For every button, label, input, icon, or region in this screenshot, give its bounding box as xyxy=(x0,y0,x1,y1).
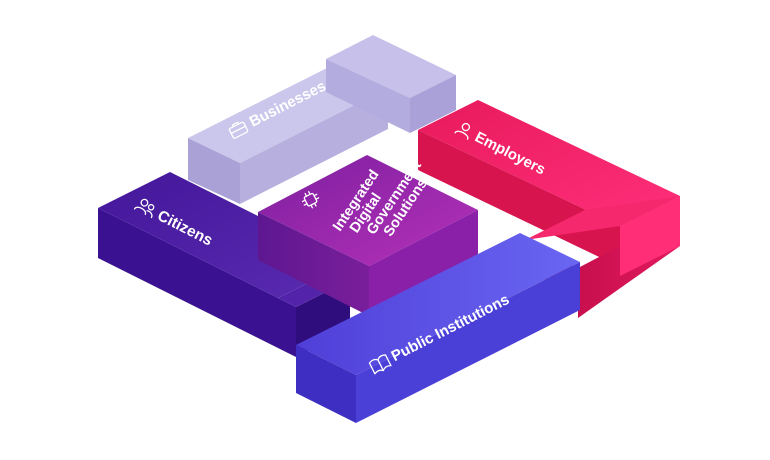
employers-leg-top xyxy=(525,196,680,240)
businesses-block-front xyxy=(240,88,388,204)
public-institutions-block-left xyxy=(296,345,356,423)
citizens-block-front xyxy=(98,208,296,357)
employers-block-top xyxy=(418,100,680,226)
center-label-group xyxy=(301,191,320,209)
chip-icon xyxy=(301,191,320,209)
employers-block xyxy=(418,100,680,318)
briefcase-icon xyxy=(228,121,249,139)
person-icon xyxy=(454,122,471,140)
public-institutions-block-top xyxy=(296,233,580,375)
public-institutions-block-front xyxy=(356,262,580,423)
businesses-riser-front xyxy=(410,75,456,133)
center-block-top xyxy=(258,155,478,266)
book-icon xyxy=(368,354,392,375)
businesses-block xyxy=(188,35,456,204)
center-block-left xyxy=(258,212,369,316)
businesses-riser-top xyxy=(326,35,456,98)
center-block-right xyxy=(369,210,478,316)
businesses-riser-side xyxy=(326,59,410,133)
employers-block-right xyxy=(620,196,680,276)
people-icon xyxy=(133,198,155,219)
businesses-block-side xyxy=(188,138,240,204)
public-institutions-block xyxy=(296,233,580,423)
center-block xyxy=(258,155,478,316)
